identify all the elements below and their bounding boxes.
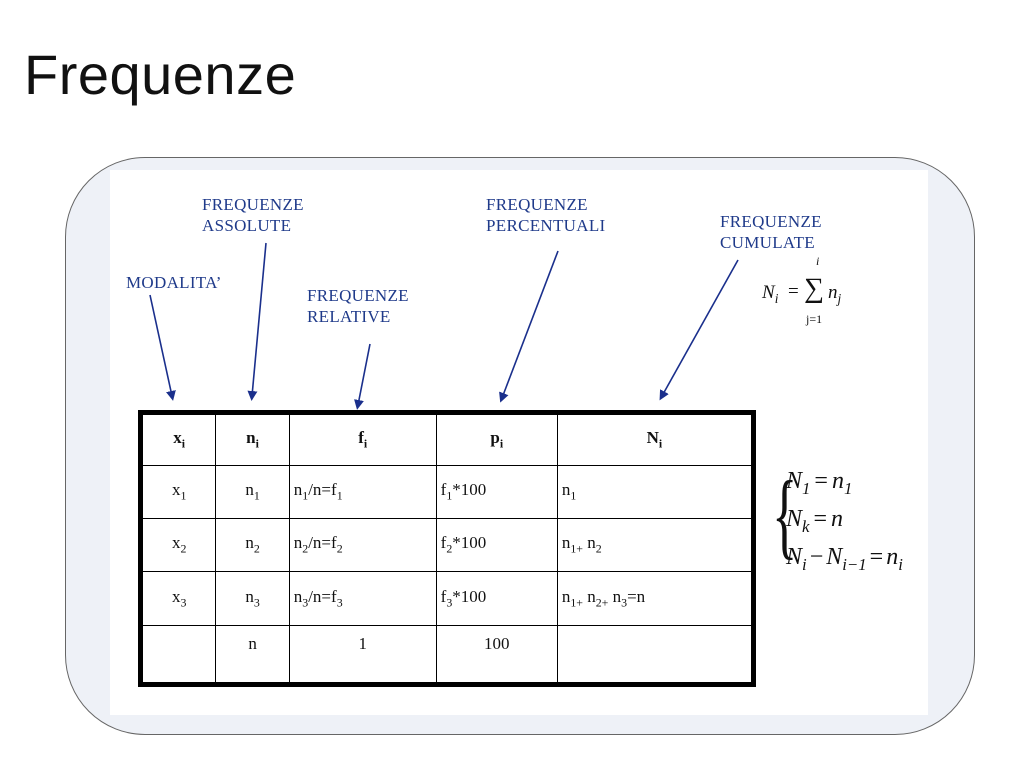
cell-p: f1*100 <box>435 464 558 519</box>
label-line: PERCENTUALI <box>486 216 606 235</box>
cell-N: n1 <box>556 464 755 519</box>
brace-icon: { <box>772 461 798 568</box>
table-header-row: xi ni fi pi Ni <box>139 412 755 466</box>
label-line: MODALITA’ <box>126 273 222 292</box>
label-line: ASSOLUTE <box>202 216 292 235</box>
cell-total-f: 1 <box>288 625 437 685</box>
cell-f: n3/n=f3 <box>288 571 437 627</box>
cell-n: n3 <box>215 571 290 627</box>
equation-line-3: Ni−Ni−1=ni <box>786 544 903 574</box>
formula-sum-sign: ∑ <box>804 273 824 304</box>
equation-line-2: Nk=n <box>786 506 844 536</box>
header-xi: xi <box>139 412 217 466</box>
equation-line-1: N1=n1 <box>786 468 853 498</box>
frequency-table: xi ni fi pi Ni x1 n1 n1/n=f1 f1*100 n1 x… <box>138 410 756 687</box>
cell-empty <box>556 625 755 685</box>
formula-lhs: Ni <box>762 282 779 306</box>
cell-x: x1 <box>139 464 217 519</box>
cell-f: n1/n=f1 <box>288 464 437 519</box>
formula-term: nj <box>828 282 842 306</box>
cell-x: x3 <box>139 571 217 627</box>
label-line: FREQUENZE <box>307 286 409 305</box>
label-frequenze-assolute: FREQUENZE ASSOLUTE <box>202 194 304 236</box>
formula-sum-bottom: j=1 <box>806 312 823 326</box>
cell-p: f2*100 <box>435 517 558 573</box>
table-row: x2 n2 n2/n=f2 f2*100 n1+ n2 <box>139 517 755 573</box>
header-fi: fi <box>288 412 437 466</box>
header-pi: pi <box>435 412 558 466</box>
label-modalita: MODALITA’ <box>126 272 222 293</box>
table-total-row: n 1 100 <box>139 625 755 685</box>
label-line: CUMULATE <box>720 233 815 252</box>
cell-total-p: 100 <box>435 625 558 685</box>
cell-p: f3*100 <box>435 571 558 627</box>
slide-title: Frequenze <box>24 43 297 106</box>
table-row: x3 n3 n3/n=f3 f3*100 n1+ n2+ n3=n <box>139 571 755 627</box>
label-line: RELATIVE <box>307 307 391 326</box>
label-line: FREQUENZE <box>486 195 588 214</box>
cell-x: x2 <box>139 517 217 573</box>
cell-total-n: n <box>215 625 290 685</box>
label-frequenze-cumulate: FREQUENZE CUMULATE <box>720 211 822 253</box>
table-row: x1 n1 n1/n=f1 f1*100 n1 <box>139 464 755 519</box>
label-frequenze-percentuali: FREQUENZE PERCENTUALI <box>486 194 605 236</box>
cell-n: n2 <box>215 517 290 573</box>
cell-n: n1 <box>215 464 290 519</box>
equation-system: { N1=n1 Nk=n Ni−Ni−1=ni <box>772 461 932 584</box>
header-Ni: Ni <box>556 412 755 466</box>
cumulative-formula: Ni = i ∑ j=1 nj <box>762 254 872 346</box>
cell-N: n1+ n2 <box>556 517 755 573</box>
cell-empty <box>139 625 217 685</box>
label-line: FREQUENZE <box>202 195 304 214</box>
cell-f: n2/n=f2 <box>288 517 437 573</box>
formula-sum-top: i <box>816 254 820 268</box>
label-frequenze-relative: FREQUENZE RELATIVE <box>307 285 409 327</box>
label-line: FREQUENZE <box>720 212 822 231</box>
header-ni: ni <box>215 412 290 466</box>
formula-equals: = <box>788 281 799 302</box>
cell-N: n1+ n2+ n3=n <box>556 571 755 627</box>
